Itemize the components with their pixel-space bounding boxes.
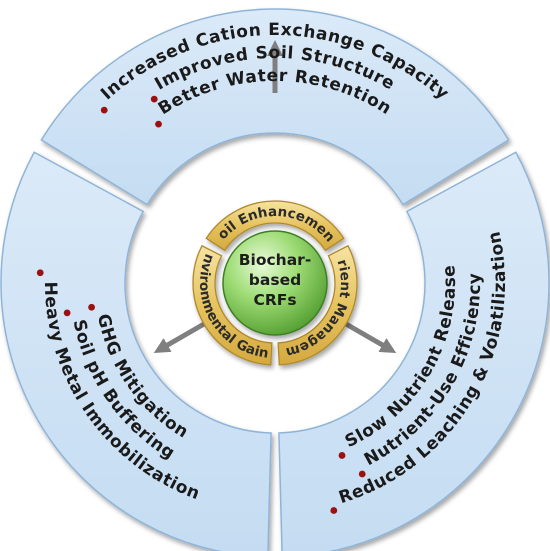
sector-right	[278, 151, 550, 551]
left-item-3-bullet	[36, 269, 44, 277]
center-line-2: based	[249, 271, 301, 289]
arrow-right	[344, 321, 397, 354]
left-item-2-bullet	[63, 309, 71, 317]
right-item-2-bullet	[358, 470, 366, 478]
center-line-3: CRFs	[253, 291, 296, 309]
right-item-1-bullet	[338, 452, 346, 459]
outer-sectors	[0, 8, 550, 551]
ring-segment-left	[192, 244, 273, 366]
center-circle: Biochar- based CRFs	[222, 230, 328, 336]
center-line-1: Biochar-	[239, 251, 312, 269]
arrows	[153, 39, 397, 354]
right-item-3-bullet	[330, 507, 338, 514]
sector-top	[40, 8, 510, 206]
sector-left	[0, 151, 272, 551]
left-item-1-bullet	[88, 303, 95, 311]
top-item-1-bullet	[100, 106, 108, 114]
inner-ring	[192, 200, 358, 366]
arrow-left	[153, 320, 207, 353]
ring-segment-top	[205, 200, 345, 252]
top-item-2-bullet	[150, 95, 158, 103]
top-item-3-bullet	[155, 120, 162, 128]
ring-segment-right	[277, 244, 358, 366]
